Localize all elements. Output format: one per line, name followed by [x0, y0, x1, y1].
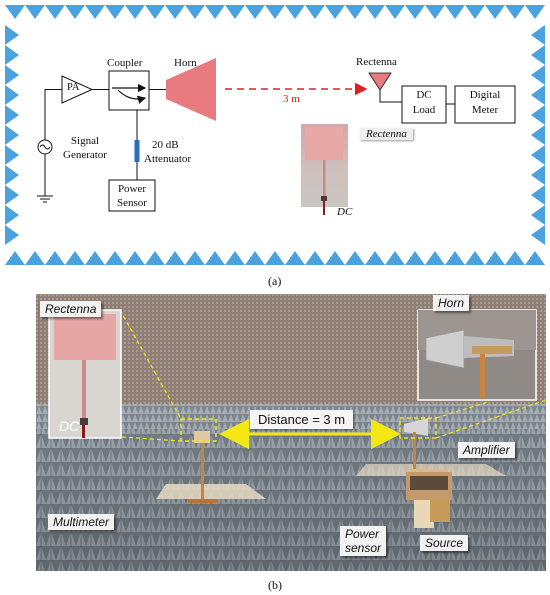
- rectenna-stand: [188, 431, 218, 503]
- horn-antenna-shape: [166, 58, 216, 121]
- absorber-triangles: [5, 5, 545, 265]
- dc-tag: DC: [59, 418, 80, 434]
- horn-label: Horn: [174, 57, 197, 69]
- multimeter-tag: Multimeter: [48, 514, 115, 530]
- amplifier-tag: Amplifier: [458, 442, 515, 458]
- rectenna-photo: [301, 124, 348, 215]
- ground-icon: [37, 195, 53, 203]
- rectenna-photo-label: Rectenna: [360, 128, 413, 140]
- power-sensor-box: [108, 179, 156, 212]
- source-tag: Source: [420, 535, 469, 551]
- attenuator-symbol: [134, 140, 140, 162]
- coupler-label: Coupler: [107, 57, 143, 69]
- distance-tag: Distance = 3 m: [250, 410, 354, 429]
- rectenna-label: Rectenna: [356, 56, 397, 68]
- panel-a-diagram: PA Coupler Horn 3 m Rectenna Rectenna DC…: [0, 0, 550, 270]
- source-equipment: [406, 472, 452, 528]
- anechoic-chamber-schematic: [5, 5, 545, 265]
- rectenna-symbol: [368, 72, 392, 91]
- rectenna-tag: Rectenna: [40, 301, 102, 317]
- pa-label: PA: [67, 82, 80, 93]
- rectenna-inset-photo: [48, 309, 122, 439]
- coupler-box: [108, 70, 150, 111]
- caption-a: (a): [268, 274, 282, 288]
- measurement-setup-photo: Rectenna Horn Distance = 3 m Amplifier M…: [36, 294, 546, 571]
- horn-inset-photo: [417, 309, 537, 401]
- digital-meter-box: [454, 85, 516, 124]
- horn-tag: Horn: [433, 295, 470, 311]
- distance-label: 3 m: [283, 93, 300, 105]
- dc-label: DC: [337, 206, 353, 218]
- caption-b: (b): [268, 578, 282, 592]
